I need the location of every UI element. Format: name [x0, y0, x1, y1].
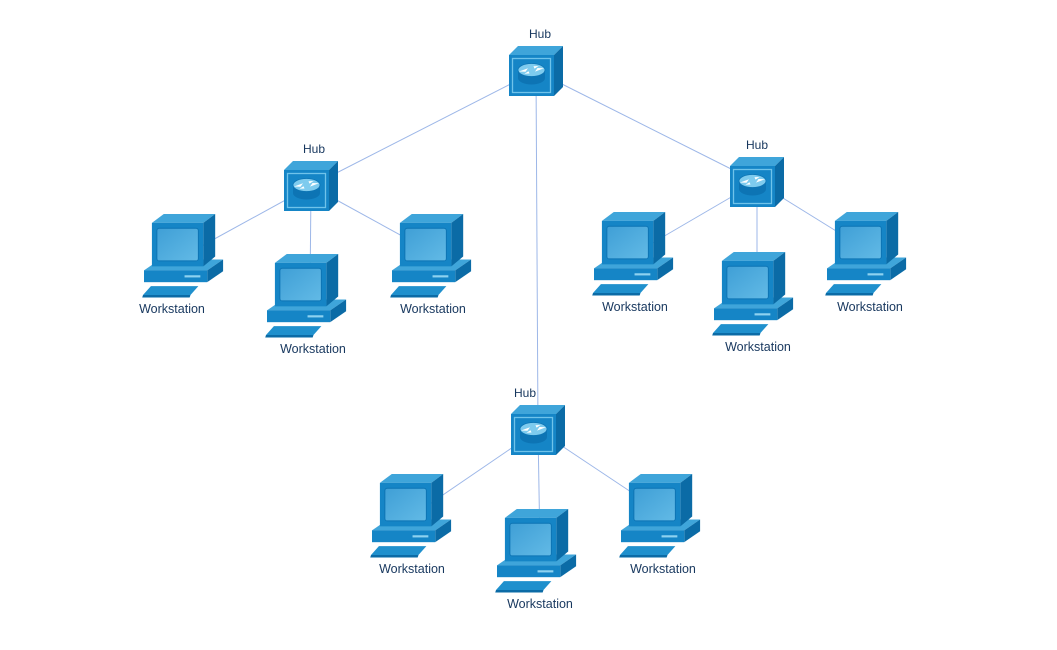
- node-workstation-bottom-3[interactable]: Workstation: [617, 471, 712, 576]
- node-workstation-left-1[interactable]: Workstation: [139, 211, 235, 316]
- node-workstation-right-3[interactable]: Workstation: [823, 209, 918, 314]
- workstation-icon: [263, 251, 358, 338]
- node-hub-left[interactable]: Hub: [283, 142, 339, 212]
- node-workstation-bottom-1[interactable]: Workstation: [368, 471, 463, 576]
- workstation-icon: [710, 249, 805, 336]
- workstation-icon: [368, 471, 463, 558]
- node-label: Hub: [746, 138, 769, 152]
- node-hub-right[interactable]: Hub: [729, 138, 785, 208]
- node-hub-top[interactable]: Hub: [508, 27, 564, 97]
- workstation-icon: [493, 506, 588, 593]
- node-workstation-right-2[interactable]: Workstation: [710, 249, 805, 354]
- workstation-icon: [823, 209, 918, 296]
- node-workstation-left-2[interactable]: Workstation: [263, 251, 358, 356]
- workstation-icon: [590, 209, 685, 296]
- connector-hubtop-hubright: [535, 70, 758, 183]
- node-label: Workstation: [400, 302, 466, 316]
- node-label: Workstation: [602, 300, 668, 314]
- workstation-icon: [140, 211, 235, 298]
- workstation-icon: [388, 211, 483, 298]
- node-label: Workstation: [280, 342, 346, 356]
- node-workstation-left-3[interactable]: Workstation: [388, 211, 483, 316]
- node-workstation-bottom-2[interactable]: Workstation: [493, 506, 588, 611]
- node-label: Hub: [514, 386, 537, 400]
- node-label: Workstation: [630, 562, 696, 576]
- hub-icon: [729, 156, 785, 208]
- workstation-icon: [617, 471, 712, 558]
- node-label: Hub: [303, 142, 326, 156]
- node-label: Workstation: [139, 302, 205, 316]
- hub-icon: [508, 45, 564, 97]
- hub-icon: [510, 404, 566, 456]
- node-label: Hub: [529, 27, 552, 41]
- node-label: Workstation: [379, 562, 445, 576]
- connector-hubtop-hubleft: [310, 70, 537, 187]
- connector-hubtop-hubbottom: [535, 70, 539, 431]
- node-label: Workstation: [507, 597, 573, 611]
- node-label: Workstation: [725, 340, 791, 354]
- node-workstation-right-1[interactable]: Workstation: [590, 209, 685, 314]
- node-hub-bottom[interactable]: Hub: [510, 386, 566, 456]
- node-label: Workstation: [837, 300, 903, 314]
- hub-icon: [283, 160, 339, 212]
